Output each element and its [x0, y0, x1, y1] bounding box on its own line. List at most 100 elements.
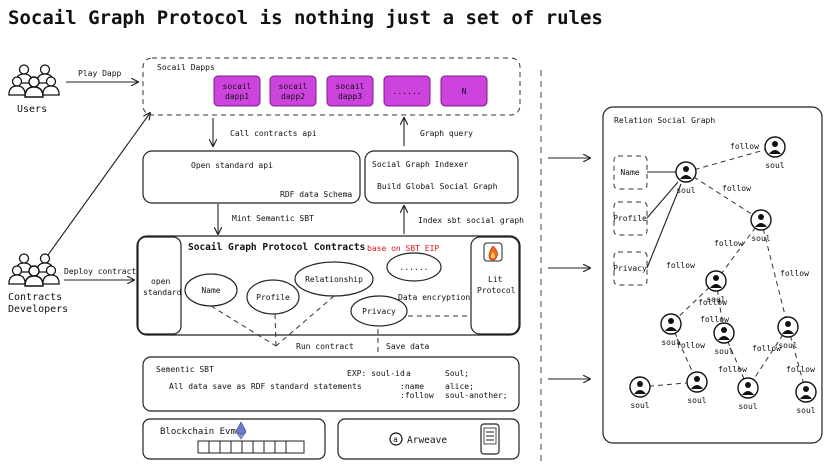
contract-module: Profile	[246, 279, 300, 315]
soul-label: soul	[778, 341, 797, 350]
follow-edge	[715, 219, 762, 282]
mint-sbt-label: Mint Semantic SBT	[232, 214, 314, 223]
attribute-label: Profile	[613, 214, 647, 223]
soul-label: soul	[630, 401, 649, 410]
soul-label: soul	[751, 234, 770, 243]
open-api-box	[142, 150, 361, 204]
attribute-box: Name	[613, 155, 648, 190]
rdf-predicate: :follow	[400, 391, 434, 400]
follow-label: follow	[700, 315, 729, 324]
save-data-label: Save data	[386, 342, 430, 351]
soul-label: soul	[738, 402, 757, 411]
flame-icon	[483, 242, 503, 262]
soul-node-icon: soul	[737, 377, 759, 411]
attribute-box: Privacy	[613, 251, 648, 286]
follow-edge	[685, 171, 762, 221]
dapp-item[interactable]: N	[440, 75, 488, 107]
relation-graph-title: Relation Social Graph	[614, 116, 715, 125]
contracts-title: Socail Graph Protocol Contracts	[188, 242, 365, 253]
soul-label: soul	[661, 338, 680, 347]
soul-node-icon: soul	[764, 136, 786, 170]
follow-label: follow	[752, 344, 781, 353]
graph-query-label: Graph query	[420, 129, 473, 138]
follow-label: follow	[780, 269, 809, 278]
data-encryption-label: Data encryption	[398, 293, 470, 302]
open-api-title: Open standard api	[191, 161, 273, 170]
soul-node-icon: soul	[777, 316, 799, 350]
run-contract-label: Run contract	[296, 342, 354, 351]
follow-label: follow	[714, 239, 743, 248]
dapp-label: dapp3	[338, 92, 362, 101]
contract-module-label: ......	[400, 263, 429, 272]
soul-node-icon: soul	[660, 313, 682, 347]
follow-label: follow	[730, 142, 759, 151]
attr-link	[646, 183, 682, 269]
contract-module-label: Relationship	[305, 275, 363, 284]
soul-node-icon: soul	[750, 209, 772, 243]
developers-group-icon	[8, 253, 60, 287]
lit-protocol-label: Lit Protocol	[477, 275, 516, 295]
contract-module-label: Name	[201, 286, 220, 295]
follow-label: follow	[676, 341, 705, 350]
arweave-box	[337, 418, 520, 460]
follow-edge	[685, 146, 776, 173]
users-group-icon	[8, 64, 60, 98]
semantic-sbt-box	[142, 356, 520, 412]
semantic-sbt-title: Sementic SBT	[156, 365, 214, 374]
call-api-label: Call contracts api	[230, 129, 317, 138]
dapp-item[interactable]: ......	[383, 75, 431, 107]
developer-to-dapps-arrow	[47, 113, 150, 256]
users-label: Users	[17, 104, 47, 115]
rdf-predicate: :name	[400, 382, 424, 391]
open-api-subtitle: RDF data Schema	[280, 190, 352, 199]
storage-device-icon	[480, 423, 500, 455]
semantic-sbt-desc: All data save as RDF standard statements	[169, 382, 362, 391]
index-sbt-label: Index sbt social graph	[418, 216, 524, 225]
contract-module-label: Privacy	[362, 307, 396, 316]
dapp-label: N	[462, 87, 467, 96]
deploy-label: Deploy contracts	[64, 267, 141, 276]
blockchain-label: Blockchain Evm	[160, 427, 236, 437]
block-chain-strip	[197, 440, 305, 454]
soul-label: soul	[714, 347, 733, 356]
soul-node-icon: soul	[795, 381, 817, 415]
follow-label: follow	[722, 184, 751, 193]
arweave-logo-icon	[389, 432, 403, 446]
contract-module: Privacy	[350, 295, 408, 327]
sbt-eip-label: base on SBT EIP	[367, 244, 439, 253]
soul-node-icon: soul	[713, 322, 735, 356]
dapp-label: dapp1	[225, 92, 249, 101]
contract-module: Name	[184, 273, 238, 307]
soul-node-icon: soul	[629, 376, 651, 410]
follow-edge	[760, 219, 789, 328]
arweave-logo-letter: a	[393, 435, 398, 444]
dapp-label: socail	[223, 82, 252, 91]
page-title: Socail Graph Protocol is nothing just a …	[8, 7, 603, 29]
graph-nodes: soulsoulsoulsoulsoulsoulsoulsoulsoulsoul…	[629, 136, 817, 415]
soul-node-icon: soul	[705, 270, 727, 304]
attr-link	[646, 181, 679, 219]
attribute-label: Privacy	[613, 264, 647, 273]
indexer-title: Social Graph Indexer	[372, 160, 469, 169]
dapp-label: ......	[393, 87, 422, 96]
soul-label: soul	[765, 161, 784, 170]
soul-label: soul	[796, 406, 815, 415]
dapp-label: dapp2	[281, 92, 305, 101]
dapp-label: socail	[336, 82, 365, 91]
follow-label: follow	[786, 365, 815, 374]
open-standard-label: open standard	[143, 277, 182, 297]
play-dapp-label: Play Dapp	[78, 69, 122, 78]
ethereum-icon	[235, 421, 247, 440]
follow-label: follow	[698, 298, 727, 307]
developers-label: Contracts Developers	[8, 292, 68, 315]
rdf-predicate: a	[406, 369, 411, 378]
soul-label: soul	[706, 295, 725, 304]
arweave-label: Arweave	[407, 435, 447, 446]
indexer-box	[364, 150, 519, 204]
